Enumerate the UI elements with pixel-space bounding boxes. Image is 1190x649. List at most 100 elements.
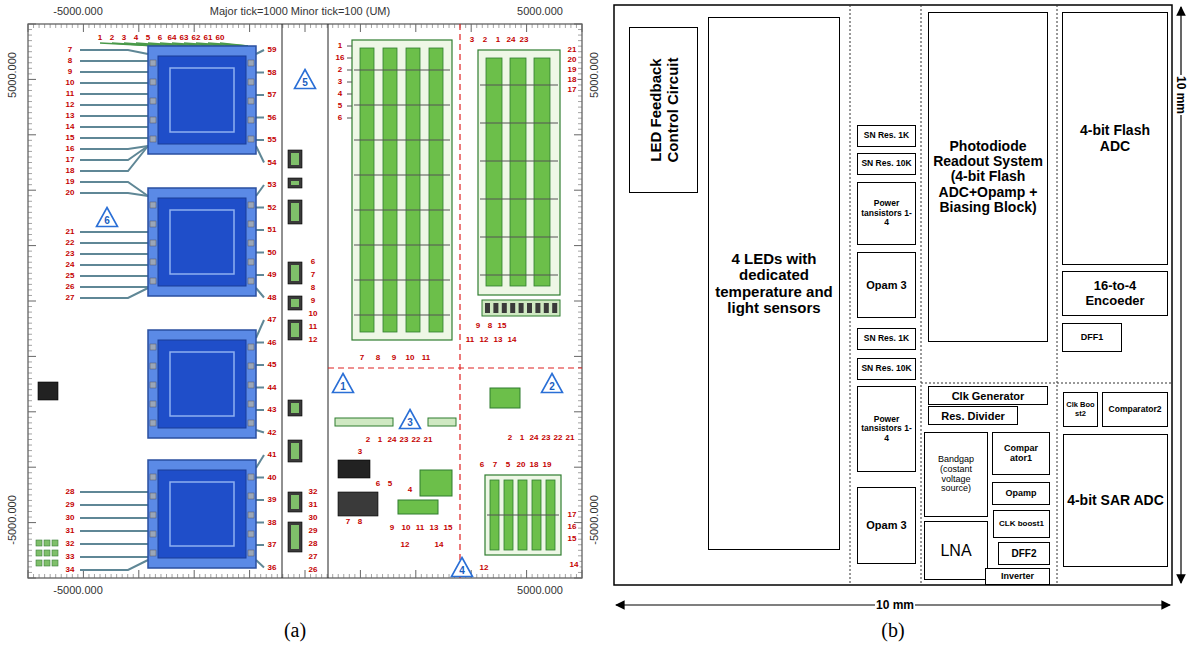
tick-mark <box>578 90 582 91</box>
pin-number: 2 <box>507 434 513 442</box>
device-core <box>291 181 299 185</box>
tick-mark <box>28 517 32 518</box>
tick-mark <box>388 574 389 578</box>
tick-mark <box>66 24 67 28</box>
pin-lead <box>347 70 352 71</box>
led-inner-ring <box>170 482 234 546</box>
tick-mark <box>343 24 344 28</box>
block-label: CLK boost1 <box>996 520 1047 529</box>
pin-number: 8 <box>487 322 493 330</box>
pin-number: 21 <box>567 46 578 54</box>
pin-lead <box>347 94 352 95</box>
tick-mark <box>316 574 317 578</box>
tick-mark <box>166 574 167 578</box>
tick-mark <box>578 234 582 235</box>
small-device <box>288 296 302 310</box>
tick-mark <box>28 328 32 329</box>
tick-mark <box>388 24 389 28</box>
tick-mark <box>28 206 32 207</box>
pin-number: 16 <box>335 54 346 62</box>
bond-pad <box>248 344 254 350</box>
pin-number: 7 <box>345 518 351 526</box>
encoder-cell <box>510 303 515 313</box>
pin-lead <box>347 58 352 59</box>
tick-mark <box>578 46 582 47</box>
tick-mark <box>377 574 378 578</box>
tick-mark <box>28 400 32 401</box>
bond-wire <box>256 387 264 389</box>
axis-label: -5000.000 <box>52 585 104 596</box>
bond-wire <box>80 286 148 288</box>
tick-mark <box>578 145 582 146</box>
block-label: DFF2 <box>1001 548 1047 559</box>
tick-mark <box>28 373 32 374</box>
tick-mark <box>578 173 582 174</box>
metal-line <box>354 140 450 141</box>
tick-mark <box>305 570 306 578</box>
bond-wire <box>80 275 148 277</box>
tick-mark <box>83 24 84 32</box>
tick-mark <box>183 24 184 28</box>
tick-mark <box>578 256 582 257</box>
pin-number: 1 <box>97 34 103 42</box>
block-label: Compar ator1 <box>995 444 1047 464</box>
pin-number: 23 <box>399 436 410 444</box>
tick-mark <box>338 24 339 28</box>
tick-mark <box>382 24 383 28</box>
block-label: 4 LEDs with dedicated temperature and li… <box>711 251 837 317</box>
block-box: 4-bit Flash ADC <box>1062 12 1168 265</box>
test-pad <box>44 550 50 556</box>
tick-mark <box>578 57 582 58</box>
tick-mark <box>443 574 444 578</box>
tick-mark <box>28 140 32 141</box>
test-pad <box>52 550 58 556</box>
pin-number: 19 <box>567 66 578 74</box>
led-die <box>148 46 256 154</box>
pin-number: 2 <box>109 34 115 42</box>
tick-mark <box>28 217 32 218</box>
bond-wire <box>80 491 148 493</box>
pin-number: 18 <box>529 461 540 469</box>
encoder-cell <box>493 303 498 313</box>
pin-number: 59 <box>267 46 278 54</box>
tick-mark <box>177 574 178 578</box>
tick-mark <box>28 107 32 108</box>
encoder-cell <box>485 303 490 313</box>
pin-number: 18 <box>65 167 76 175</box>
tick-mark <box>476 24 477 28</box>
tick-mark <box>377 24 378 28</box>
tick-mark <box>77 24 78 28</box>
pin-number: 27 <box>65 294 76 302</box>
pin-lead <box>347 46 352 47</box>
pin-number: 14 <box>507 336 518 344</box>
tick-mark <box>578 312 582 313</box>
sensor-block <box>38 382 58 400</box>
tick-mark <box>365 574 366 578</box>
device-core <box>291 403 299 413</box>
bond-wire <box>256 364 264 366</box>
bond-pad <box>150 240 156 246</box>
tick-mark <box>28 262 32 263</box>
pin-number: 5 <box>145 34 151 42</box>
tick-mark <box>33 24 34 28</box>
pin-number: 4 <box>133 34 139 42</box>
bond-pad <box>248 98 254 104</box>
tick-mark <box>578 361 582 362</box>
tick-mark <box>255 574 256 578</box>
pin-number: 21 <box>423 436 434 444</box>
block-box: Res. Divider <box>928 406 1018 425</box>
tick-mark <box>582 24 583 32</box>
pin-number: 19 <box>65 178 76 186</box>
tick-mark <box>28 295 32 296</box>
bond-pad <box>150 420 156 426</box>
tick-mark <box>288 574 289 578</box>
bond-pad <box>150 512 156 518</box>
tick-mark <box>66 574 67 578</box>
block-box: SN Res. 10K <box>857 153 916 175</box>
bond-wire <box>80 193 148 196</box>
structure-outline <box>352 40 452 340</box>
block-label: SN Res. 1K <box>860 131 913 140</box>
pin-number: 22 <box>411 436 422 444</box>
tick-mark <box>332 574 333 578</box>
